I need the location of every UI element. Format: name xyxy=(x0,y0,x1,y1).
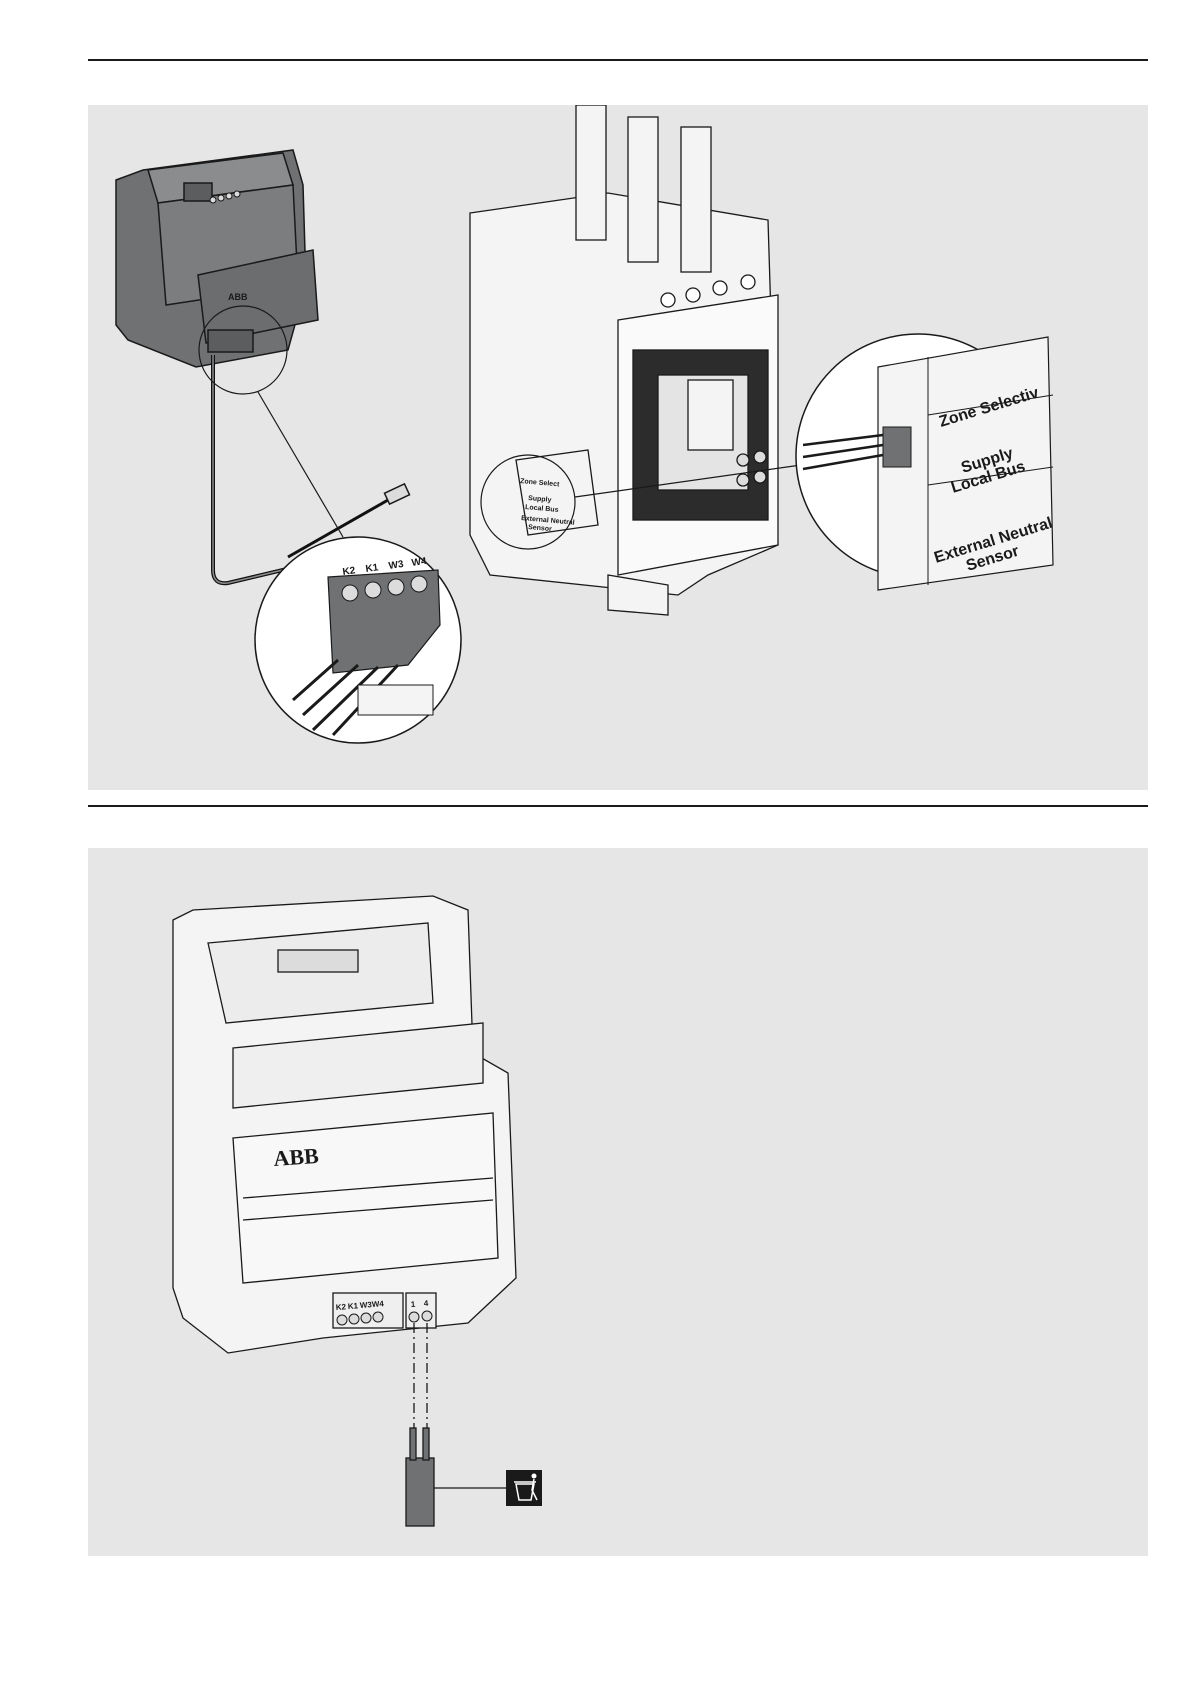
terminal-label-w4: W4 xyxy=(411,556,428,569)
light-terminal-w4: W4 xyxy=(372,1299,385,1309)
light-module xyxy=(173,896,516,1526)
dark-module xyxy=(116,150,410,583)
light-terminal-k1: K1 xyxy=(348,1301,359,1311)
bottom-figure-illustration: ABB K2 K1 W3 W4 1 4 xyxy=(88,848,1148,1556)
terminal-label-k1: K1 xyxy=(365,562,380,575)
terminal-block-zoom xyxy=(255,537,461,743)
zoom-leader-line xyxy=(258,392,343,537)
top-figure-illustration: ABB K2 K1 W3 W4 xyxy=(88,105,1148,790)
circuit-breaker xyxy=(470,105,778,615)
light-terminal-k2: K2 xyxy=(336,1302,347,1312)
terminal-label-w3: W3 xyxy=(388,559,405,572)
middle-rule xyxy=(88,805,1148,807)
trash-bin-icon xyxy=(506,1470,542,1506)
top-figure-panel: ABB K2 K1 W3 W4 xyxy=(88,105,1148,790)
terminal-label-k2: K2 xyxy=(342,565,357,578)
dark-module-brand: ABB xyxy=(228,292,248,302)
top-rule xyxy=(88,59,1148,61)
light-module-brand: ABB xyxy=(273,1143,320,1171)
bottom-figure-panel: ABB K2 K1 W3 W4 1 4 xyxy=(88,848,1148,1556)
